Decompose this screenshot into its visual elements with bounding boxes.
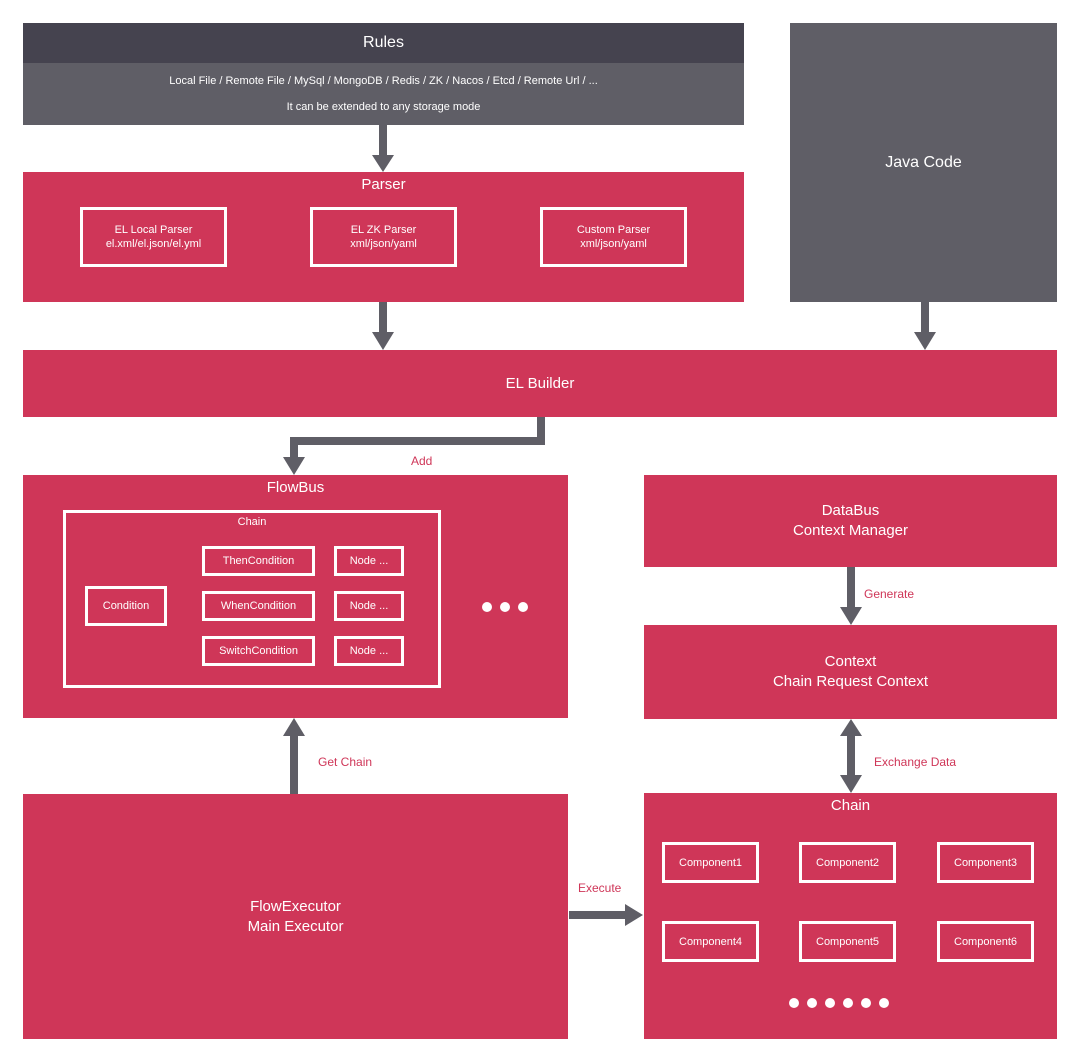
databus-subtitle: Context Manager bbox=[792, 522, 909, 539]
rules-body: Local File / Remote File / MySql / Mongo… bbox=[23, 63, 744, 125]
arrowhead-elbuilder-to-flowbus bbox=[283, 457, 305, 475]
chain-more-indicator bbox=[789, 998, 889, 1008]
parser-title: Parser bbox=[361, 175, 406, 193]
component-box: Component2 bbox=[799, 842, 896, 883]
java-code-box: Java Code bbox=[790, 23, 1057, 302]
flowbus-chain-label: Chain bbox=[237, 516, 267, 528]
switch-condition-box: SwitchCondition bbox=[202, 636, 315, 666]
arrowhead-parser-to-elbuilder bbox=[372, 332, 394, 350]
chain-box: Chain Component1 Component2 Component3 C… bbox=[644, 793, 1057, 1039]
edge-label-exchange-data: Exchange Data bbox=[874, 755, 957, 769]
parser-item-formats: el.xml/el.json/el.yml bbox=[105, 238, 202, 250]
databus-title: DataBus bbox=[821, 502, 880, 519]
chain-title: Chain bbox=[830, 796, 871, 814]
parser-item-name: EL Local Parser bbox=[114, 224, 193, 236]
component-box: Component4 bbox=[662, 921, 759, 962]
arrowhead-java-to-elbuilder bbox=[914, 332, 936, 350]
parser-item-custom: Custom Parser xml/json/yaml bbox=[540, 207, 687, 267]
databus-box: DataBus Context Manager bbox=[644, 475, 1057, 567]
flowbus-chain-frame: Chain bbox=[63, 510, 441, 688]
rules-box: Rules Local File / Remote File / MySql /… bbox=[23, 23, 744, 125]
parser-item-formats: xml/json/yaml bbox=[350, 238, 417, 250]
then-condition-box: ThenCondition bbox=[202, 546, 315, 576]
java-code-title: Java Code bbox=[885, 153, 962, 171]
node-box: Node ... bbox=[334, 636, 404, 666]
parser-item-name: EL ZK Parser bbox=[350, 224, 417, 236]
parser-item-name: Custom Parser bbox=[576, 224, 651, 236]
arrowhead-context-chain-up bbox=[840, 719, 862, 736]
parser-box: Parser EL Local Parser el.xml/el.json/el… bbox=[23, 172, 744, 302]
flowbus-more-indicator bbox=[482, 602, 528, 612]
el-builder-title: EL Builder bbox=[505, 375, 575, 392]
arrowhead-executor-to-flowbus bbox=[283, 718, 305, 736]
component-box: Component1 bbox=[662, 842, 759, 883]
flow-executor-subtitle: Main Executor bbox=[247, 917, 344, 935]
edge-label-execute: Execute bbox=[578, 881, 622, 895]
parser-item-el-local: EL Local Parser el.xml/el.json/el.yml bbox=[80, 207, 227, 267]
context-subtitle: Chain Request Context bbox=[772, 673, 929, 690]
node-box: Node ... bbox=[334, 546, 404, 576]
parser-item-formats: xml/json/yaml bbox=[580, 238, 647, 250]
context-box: Context Chain Request Context bbox=[644, 625, 1057, 719]
rules-note: It can be extended to any storage mode bbox=[286, 101, 481, 113]
arrowhead-executor-to-chain bbox=[625, 904, 643, 926]
component-box: Component5 bbox=[799, 921, 896, 962]
edge-label-add: Add bbox=[411, 454, 433, 468]
parser-item-el-zk: EL ZK Parser xml/json/yaml bbox=[310, 207, 457, 267]
el-builder-box: EL Builder bbox=[23, 350, 1057, 417]
context-title: Context bbox=[824, 653, 877, 670]
arrowhead-rules-to-parser bbox=[372, 155, 394, 172]
arrowhead-context-chain-down bbox=[840, 775, 862, 793]
rules-sources: Local File / Remote File / MySql / Mongo… bbox=[169, 75, 598, 87]
flow-executor-box: FlowExecutor Main Executor bbox=[23, 794, 568, 1039]
when-condition-box: WhenCondition bbox=[202, 591, 315, 621]
flow-executor-title: FlowExecutor bbox=[250, 897, 341, 915]
edge-label-get-chain: Get Chain bbox=[318, 755, 373, 769]
arrowhead-databus-to-context bbox=[840, 607, 862, 625]
condition-box: Condition bbox=[85, 586, 167, 626]
rules-title: Rules bbox=[23, 23, 744, 63]
arrow-elbuilder-to-flowbus bbox=[290, 417, 545, 460]
component-box: Component6 bbox=[937, 921, 1034, 962]
edge-label-generate: Generate bbox=[864, 587, 915, 601]
component-box: Component3 bbox=[937, 842, 1034, 883]
node-box: Node ... bbox=[334, 591, 404, 621]
flowbus-title: FlowBus bbox=[266, 478, 325, 496]
flowbus-box: FlowBus Chain bbox=[23, 475, 568, 718]
